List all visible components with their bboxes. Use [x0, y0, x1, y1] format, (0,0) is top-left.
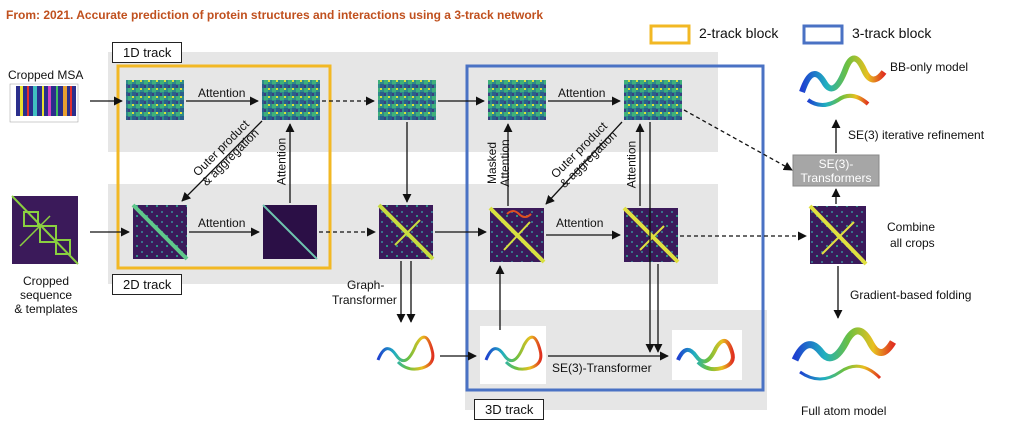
bb-only-label: BB-only model	[890, 60, 969, 74]
msa-map-4	[488, 80, 546, 120]
attention-label-2d-a: Attention	[198, 216, 246, 230]
three-track-block-outline	[465, 64, 765, 392]
msa-map-5	[624, 80, 682, 120]
se3-box-label-1: SE(3)-	[818, 157, 854, 171]
pair-map-3	[377, 203, 435, 261]
structure-graph-transformer	[372, 326, 438, 384]
pair-map-5	[622, 206, 680, 264]
se3-refinement-label: SE(3) iterative refinement	[848, 128, 985, 142]
bb-only-model-image	[799, 55, 887, 107]
se3-transformer-label: SE(3)-Transformer	[552, 361, 652, 375]
graph-transformer-label-1: Graph-	[347, 278, 385, 292]
templates-input-image	[11, 195, 79, 265]
input-msa-label: Cropped MSA	[8, 68, 84, 82]
gradient-folding-label: Gradient-based folding	[850, 288, 972, 302]
track-2d-label: 2D track	[112, 274, 183, 295]
attention-label-1d-b: Attention	[558, 86, 606, 100]
arrow-outer-product-a	[181, 120, 263, 202]
attention-label-2d-b: Attention	[556, 216, 604, 230]
msa-map-1	[126, 80, 184, 120]
two-track-block-outline	[116, 64, 332, 270]
combine-label-1: Combine	[887, 220, 936, 234]
attention-label-1d-a: Attention	[198, 86, 246, 100]
legend-2track-label: 2-track block	[699, 25, 779, 41]
se3-box-label-2: Transformers	[800, 171, 872, 185]
combine-label-2: all crops	[890, 236, 935, 250]
msa-input-image	[9, 83, 79, 123]
input-templates-label-3: & templates	[14, 302, 78, 316]
input-templates-label-2: sequence	[19, 288, 73, 302]
masked-attention-label: Masked Attention	[485, 139, 512, 187]
track-1d-label: 1D track	[112, 42, 183, 63]
arrow-outer-product-b	[545, 121, 623, 205]
figure-title: From: 2021. Accurate prediction of prote…	[6, 8, 544, 22]
pair-map-4	[488, 206, 546, 264]
full-atom-label: Full atom model	[801, 404, 887, 418]
se3-transformers-box	[792, 154, 880, 187]
attention-vert-label-a: Attention	[274, 137, 289, 186]
legend-2track-swatch	[649, 24, 691, 45]
pair-map-2	[262, 204, 318, 260]
structure-3d-track-1	[480, 326, 546, 384]
pair-map-1	[131, 203, 189, 261]
attention-vert-label-b: Attention	[624, 140, 639, 189]
input-templates-label-1: Cropped	[22, 274, 70, 288]
combined-pair-map	[808, 204, 868, 266]
legend-3track-swatch	[802, 24, 844, 45]
msa-map-3	[378, 80, 436, 120]
msa-map-2	[262, 80, 320, 120]
track-3d-label: 3D track	[474, 399, 545, 420]
legend-3track-label: 3-track block	[852, 25, 932, 41]
structure-3d-track-2	[672, 330, 742, 380]
graph-transformer-label-2: Transformer	[332, 293, 397, 307]
full-atom-model-image	[785, 320, 901, 398]
